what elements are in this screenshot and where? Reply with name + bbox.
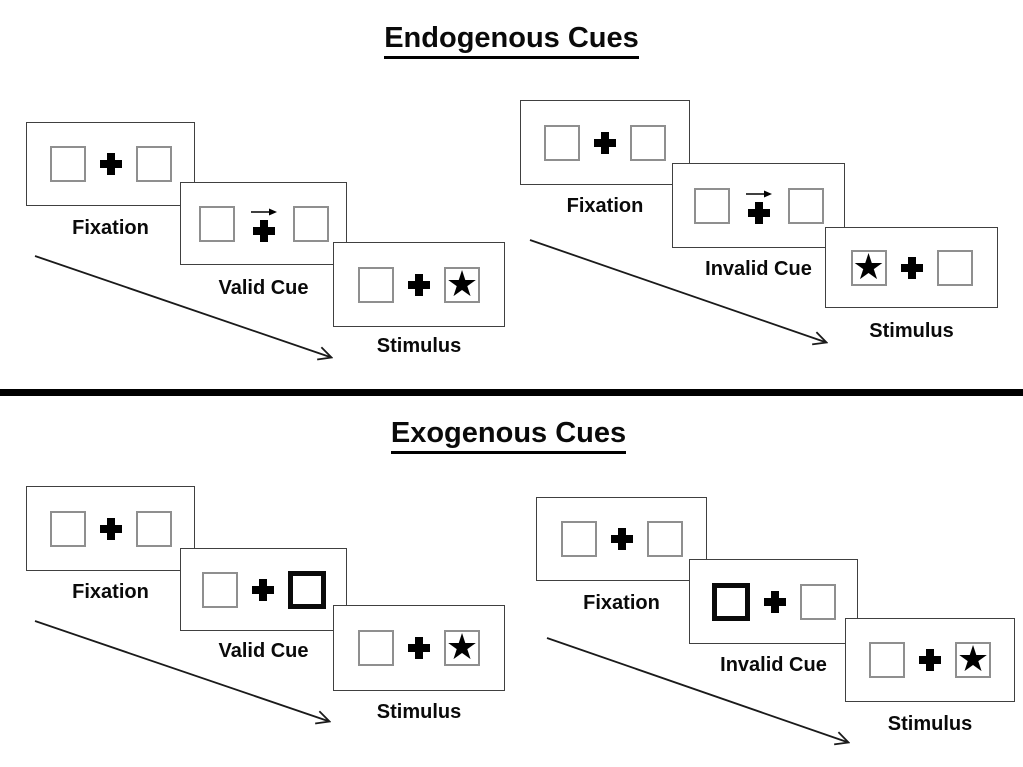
label-valid-cue: Valid Cue [218,277,309,299]
placeholder-box-left [693,187,730,224]
highlighted-cue-box-right [287,570,326,609]
section-divider [0,389,1023,396]
fixation-cross-icon [408,637,430,659]
label-fixation: Fixation [566,195,644,217]
placeholder-box-left [544,124,580,161]
fixation-cross-icon [251,578,274,601]
endo-valid-stimulus-panel: ★ [333,242,505,327]
exo-valid-cue-panel [180,548,347,631]
right-arrow-cue-icon [250,208,277,215]
exo-valid-fixation-panel [26,486,195,571]
label-valid-cue: Valid Cue [218,640,309,662]
endo-valid-fixation-panel [26,122,195,206]
label-stimulus: Stimulus [376,335,462,357]
timeline-arrow-exo-valid [34,620,328,721]
placeholder-box-right [936,249,973,286]
label-invalid-cue: Invalid Cue [720,654,827,676]
star-stimulus-icon: ★ [445,626,479,667]
section-title-endogenous: Endogenous Cues [9,22,1014,60]
fixation-cross-icon [919,649,941,671]
star-stimulus-icon: ★ [956,638,990,679]
label-invalid-cue: Invalid Cue [705,258,812,280]
placeholder-box-left [358,266,394,303]
target-box-right: ★ [444,262,480,304]
endo-invalid-cue-panel [672,163,845,248]
placeholder-box-left [49,146,86,182]
section-title-text: Exogenous Cues [390,417,627,455]
placeholder-box-right [135,146,172,182]
fixation-cross-icon [610,528,633,550]
star-stimulus-icon: ★ [852,245,885,287]
placeholder-box-left [358,630,394,666]
fixation-cross-icon [747,201,770,224]
target-box-right: ★ [444,626,480,667]
fixation-cross-icon [99,153,122,175]
label-stimulus: Stimulus [887,713,973,735]
exo-invalid-stimulus-panel: ★ [845,618,1015,702]
exo-invalid-cue-panel [689,559,858,644]
placeholder-box-left [869,642,905,678]
exo-invalid-fixation-panel [536,497,707,581]
section-title-text: Endogenous Cues [384,22,639,60]
label-fixation: Fixation [72,217,149,239]
endo-invalid-fixation-panel [520,100,690,185]
placeholder-box-right [135,510,172,547]
placeholder-box-left [49,510,86,547]
placeholder-box-right [630,124,666,161]
placeholder-box-right [646,521,683,557]
placeholder-box-right [292,205,329,242]
placeholder-box-left [198,205,235,242]
central-cue-stack [249,206,279,242]
target-box-left: ★ [850,245,887,287]
placeholder-box-left [560,521,597,557]
fixation-cross-icon [252,219,275,242]
star-stimulus-icon: ★ [445,262,479,304]
endo-valid-cue-panel [180,182,347,265]
label-stimulus: Stimulus [869,320,954,342]
section-title-exogenous: Exogenous Cues [6,417,1011,455]
right-arrow-cue-icon [745,190,772,197]
timeline-arrow-endo-invalid [529,239,825,342]
label-stimulus: Stimulus [376,701,462,723]
fixation-cross-icon [763,590,786,613]
exo-valid-stimulus-panel: ★ [333,605,505,691]
placeholder-box-right [787,187,824,224]
fixation-cross-icon [408,273,430,296]
label-fixation: Fixation [72,581,149,603]
fixation-cross-icon [99,517,122,540]
endo-invalid-stimulus-panel: ★ [825,227,998,308]
placeholder-box-right [799,583,836,620]
central-cue-stack [744,188,774,224]
target-box-right: ★ [955,638,991,679]
fixation-cross-icon [900,256,923,279]
label-fixation: Fixation [583,592,660,614]
fixation-cross-icon [594,131,616,154]
placeholder-box-left [201,571,238,608]
highlighted-cue-box-left [711,582,750,621]
timeline-arrow-endo-valid [34,255,330,357]
